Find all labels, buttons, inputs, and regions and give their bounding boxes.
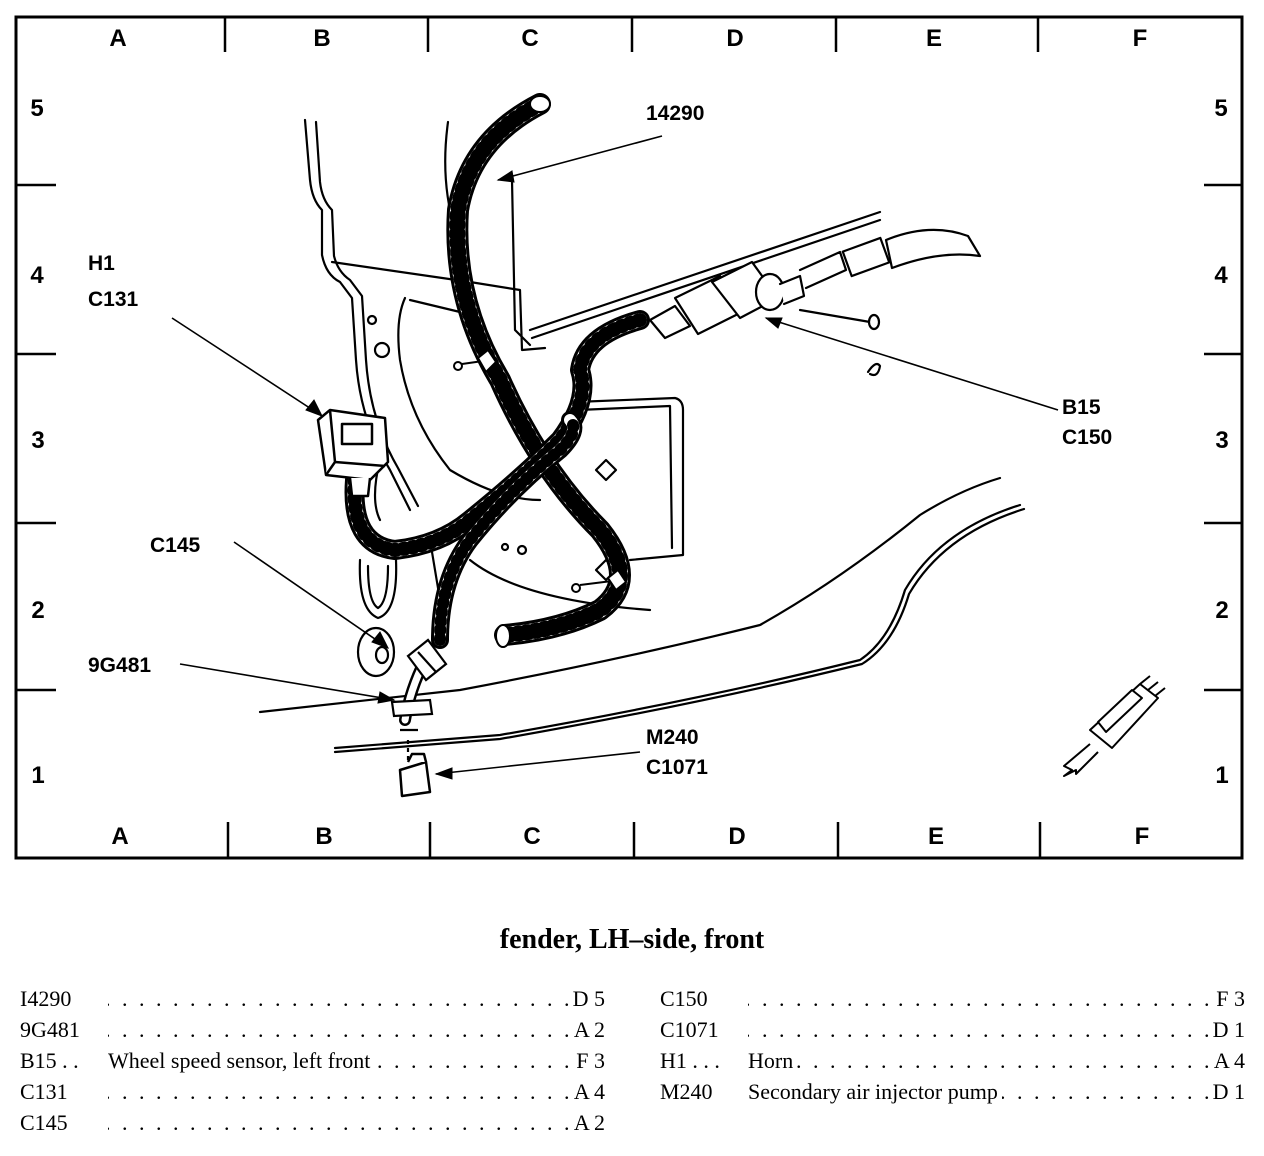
- col-label-bottom-a: A: [111, 823, 128, 850]
- callout-9g481: 9G481: [88, 654, 151, 677]
- legend-grid-location: D 1: [1208, 1014, 1245, 1045]
- legend-row: . . . . . . . . . . . . . . . . . . . . …: [660, 1045, 1245, 1076]
- col-label-top-f: F: [1133, 25, 1148, 52]
- legend-grid-location: D 1: [1208, 1076, 1245, 1107]
- top-ruler: [223, 17, 1040, 52]
- row-label-right-4: 4: [1214, 262, 1228, 289]
- pump-connector: [398, 752, 432, 798]
- legend-code: C131: [20, 1076, 108, 1107]
- legend-row: . . . . . . . . . . . . . . . . . . . . …: [20, 1014, 605, 1045]
- vehicle-orientation-icon: [1063, 675, 1166, 777]
- leader-dots: . . . . . . . . . . . . . . . . . . . . …: [20, 1017, 605, 1042]
- 9g481-grommet: [390, 698, 434, 760]
- legend-description: Horn: [748, 1045, 798, 1076]
- legend-code: I4290: [20, 983, 108, 1014]
- row-label-right-3: 3: [1215, 427, 1228, 454]
- row-label-right-1: 1: [1215, 762, 1228, 789]
- callout-c1071: C1071: [646, 756, 708, 779]
- fender-edges: [258, 476, 1026, 754]
- fasteners: [453, 348, 628, 593]
- legend-left-column: . . . . . . . . . . . . . . . . . . . . …: [20, 983, 605, 1138]
- col-label-top-c: C: [521, 25, 538, 52]
- callout-c131: C131: [88, 288, 139, 311]
- row-label-left-3: 3: [31, 427, 44, 454]
- legend-row: . . . . . . . . . . . . . . . . . . . . …: [20, 983, 605, 1014]
- row-label-left-2: 2: [31, 597, 44, 624]
- row-label-right-5: 5: [1214, 95, 1227, 122]
- harness-end: [529, 95, 551, 113]
- row-label-left-5: 5: [30, 95, 43, 122]
- legend-code: C145: [20, 1107, 108, 1138]
- leader-dots: . . . . . . . . . . . . . . . . . . . . …: [20, 1110, 605, 1135]
- callout-m240: M240: [646, 726, 699, 749]
- callout-h1: H1: [88, 252, 115, 275]
- legend-code: C150: [660, 983, 748, 1014]
- legend-row: . . . . . . . . . . . . . . . . . . . . …: [20, 1076, 605, 1107]
- legend-grid-location: A 2: [569, 1014, 605, 1045]
- legend-grid-location: A 4: [569, 1076, 605, 1107]
- legend-code: C1071: [660, 1014, 748, 1045]
- diagram-border: [14, 15, 1244, 860]
- leader-arrowheads: [305, 170, 783, 780]
- legend-code: 9G481: [20, 1014, 108, 1045]
- callout-c150: C150: [1062, 426, 1112, 449]
- leader-dots: . . . . . . . . . . . . . . . . . . . . …: [660, 1017, 1245, 1042]
- legend-description: Secondary air injector pump: [748, 1076, 1002, 1107]
- callout-b15: B15: [1062, 396, 1101, 419]
- legend-row: . . . . . . . . . . . . . . . . . . . . …: [660, 983, 1245, 1014]
- col-label-top-b: B: [313, 25, 330, 52]
- legend-code: M240: [660, 1076, 748, 1107]
- col-label-top-a: A: [109, 25, 126, 52]
- leader-dots: . . . . . . . . . . . . . . . . . . . . …: [20, 1079, 605, 1104]
- legend-row: . . . . . . . . . . . . . . . . . . . . …: [20, 1107, 605, 1138]
- locator-diagram: A B C D E F A B C D E F 5 4 3 2 1 5 4 3 …: [14, 15, 1244, 860]
- horn-connector: [316, 408, 390, 498]
- callout-c145: C145: [150, 534, 201, 557]
- legend-row: . . . . . . . . . . . . . . . . . . . . …: [660, 1076, 1245, 1107]
- right-ruler: [1204, 183, 1242, 692]
- row-label-right-2: 2: [1215, 597, 1228, 624]
- legend-code: B15 . .: [20, 1045, 108, 1076]
- legend-grid-location: F 3: [1212, 983, 1245, 1014]
- col-label-bottom-c: C: [523, 823, 540, 850]
- row-label-left-1: 1: [31, 762, 44, 789]
- wiring-harness: [344, 93, 650, 726]
- harness-end-lower: [495, 624, 511, 648]
- left-ruler: [16, 183, 56, 692]
- legend-grid-location: D 5: [568, 983, 605, 1014]
- diagram-title: fender, LH–side, front: [499, 924, 765, 955]
- legend-description: Wheel speed sensor, left front: [108, 1045, 375, 1076]
- row-label-left-4: 4: [30, 262, 44, 289]
- legend-code: H1 . . .: [660, 1045, 748, 1076]
- legend-grid-location: A 2: [569, 1107, 605, 1138]
- legend-row: . . . . . . . . . . . . . . . . . . . . …: [20, 1045, 605, 1076]
- bottom-ruler: [226, 822, 1042, 858]
- callout-14290: 14290: [646, 102, 704, 125]
- wheel-speed-sensor: [648, 228, 982, 340]
- col-label-top-e: E: [926, 25, 942, 52]
- legend-grid-location: A 4: [1209, 1045, 1245, 1076]
- col-label-bottom-e: E: [928, 823, 944, 850]
- col-label-bottom-f: F: [1135, 823, 1150, 850]
- leader-lines: [171, 135, 1059, 775]
- col-label-bottom-d: D: [728, 823, 745, 850]
- leader-dots: . . . . . . . . . . . . . . . . . . . . …: [20, 986, 605, 1011]
- legend-right-column: . . . . . . . . . . . . . . . . . . . . …: [660, 983, 1245, 1107]
- c145-connector: [356, 626, 448, 682]
- col-label-bottom-b: B: [315, 823, 332, 850]
- col-label-top-d: D: [726, 25, 743, 52]
- legend-row: . . . . . . . . . . . . . . . . . . . . …: [660, 1014, 1245, 1045]
- leader-dots: . . . . . . . . . . . . . . . . . . . . …: [660, 986, 1245, 1011]
- legend-grid-location: F 3: [572, 1045, 605, 1076]
